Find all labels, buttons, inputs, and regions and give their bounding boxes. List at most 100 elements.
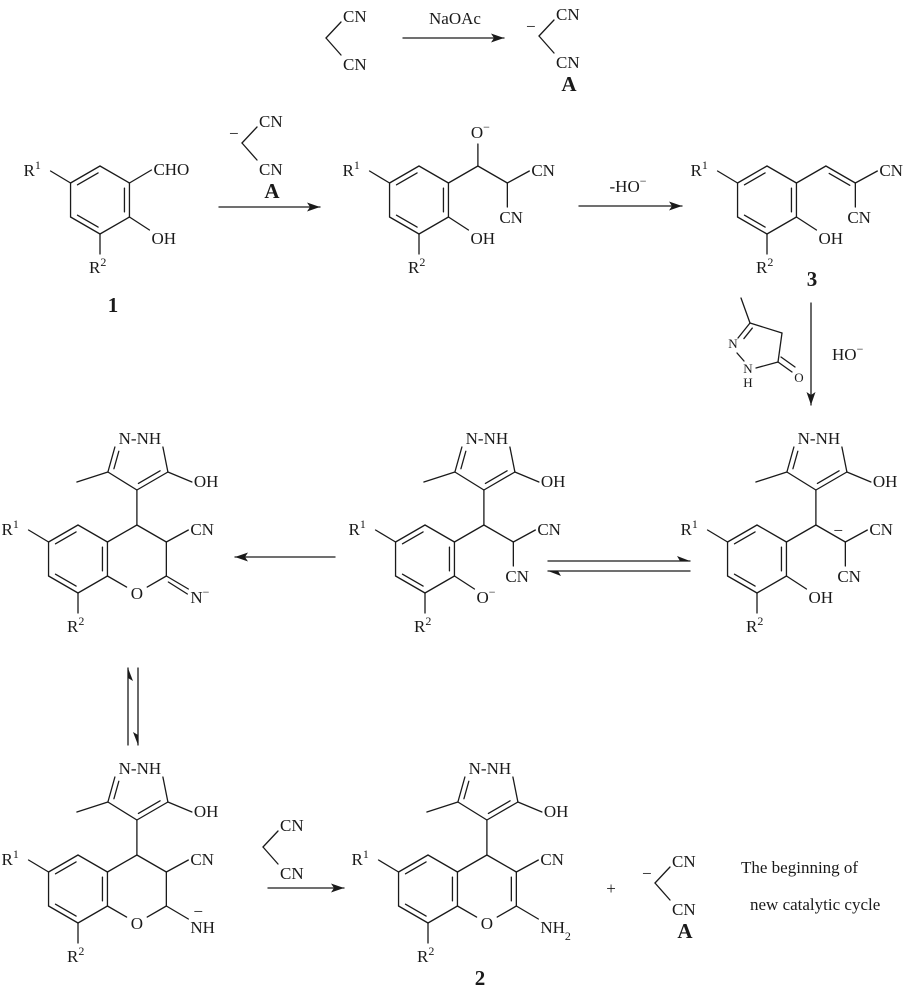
compound-label-A-part: A: [264, 179, 280, 203]
oh-bond: [795, 216, 818, 231]
r2-label-part: R: [746, 617, 758, 636]
r1-label: R1: [681, 517, 698, 539]
benzene-bond: [424, 524, 456, 543]
pyran-bond: [486, 854, 517, 873]
cn-bond: [165, 529, 189, 543]
pyrazole-bond: [512, 776, 519, 803]
pyrazole-bond: [815, 471, 848, 491]
base-label-part: HO: [832, 345, 857, 364]
chain-bond: [483, 524, 514, 543]
oh-bond: [514, 471, 540, 483]
hydroxyl-label: OH: [544, 802, 569, 821]
hydroxyl-label: OH: [873, 472, 898, 491]
reaction-arrow-michael-head: [806, 392, 816, 405]
hydroxyl-label-part: OH: [544, 802, 569, 821]
pyrazole-bond-inner: [816, 470, 840, 485]
equilibrium-down-head: [133, 732, 138, 745]
benzene-bond: [418, 165, 450, 184]
imine-bond-inner: [167, 581, 188, 595]
nitrile-label: CN: [837, 567, 861, 586]
r1-label-part: R: [24, 161, 36, 180]
benzene-bond-inner: [401, 573, 424, 587]
r2-label-part: R: [67, 947, 79, 966]
carbanion-charge: −: [642, 864, 652, 883]
nitrile-label-part: CN: [556, 5, 580, 24]
chain-bond: [815, 524, 846, 543]
pyrazole-bond: [509, 446, 516, 473]
amino-label: NH2: [540, 918, 571, 943]
r1-bond: [374, 529, 397, 543]
pyrazolone-nh-label: N: [743, 361, 753, 376]
base-label-part: −: [857, 342, 864, 356]
amide-anion-label: NH: [190, 918, 215, 937]
oh-bond: [167, 801, 193, 813]
pyrazole-bond: [841, 446, 848, 473]
nitrile-label-part: CN: [280, 816, 304, 835]
r2-label: R2: [756, 255, 773, 277]
compound-label-A-part: A: [561, 72, 577, 96]
ring-oxygen-label-part: O: [481, 914, 493, 933]
cn-bond: [654, 882, 671, 901]
c-n-double-bond: [737, 322, 751, 339]
compound-label-2-part: 2: [475, 966, 486, 990]
pyrazole-n-nh-label: N-NH: [119, 429, 162, 448]
benzene-bond-inner: [54, 861, 77, 875]
cn-bond: [325, 37, 342, 56]
pyrazole-n-nh-label-part: N-NH: [798, 429, 841, 448]
benzene-bond: [99, 216, 131, 235]
hydroxyl-label-part: OH: [194, 472, 219, 491]
imine-anion-label-part: N: [190, 588, 202, 607]
pyrazole-n-nh-label-part: N-NH: [466, 429, 509, 448]
benzene-bond-inner: [733, 531, 756, 545]
c-n-bond: [515, 905, 539, 920]
pyrazole-n-nh-label-part: N-NH: [119, 429, 162, 448]
nitrile-label: CN: [556, 5, 580, 24]
benzene-bond-inner: [743, 214, 766, 228]
benzene-bond: [394, 575, 426, 594]
r1-bond: [27, 859, 50, 873]
nitrile-label-part: CN: [343, 55, 367, 74]
pyrazole-bond-inner: [137, 800, 161, 815]
oh-bond: [785, 575, 808, 590]
pyrazole-bond: [107, 801, 138, 821]
cn-bond: [854, 170, 878, 184]
r1-label-part: 1: [363, 847, 369, 861]
equilibrium-up-head: [128, 668, 133, 681]
nitrile-label-part: CN: [537, 520, 561, 539]
hydroxyl-label: OH: [470, 229, 495, 248]
nitrile-label: CN: [280, 816, 304, 835]
benzene-bond-inner: [404, 903, 427, 917]
r2-label-part: R: [417, 947, 429, 966]
r2-label-part: 2: [100, 255, 106, 269]
carbanion-charge-part: −: [642, 864, 652, 883]
r2-label-part: 2: [419, 255, 425, 269]
equilibrium-reverse-head: [548, 571, 561, 576]
benzene-bond: [424, 575, 456, 594]
nitrile-label-part: CN: [540, 850, 564, 869]
r2-label-part: R: [67, 617, 79, 636]
oh-bond: [517, 801, 543, 813]
r1-bond: [368, 170, 391, 184]
r2-label: R2: [414, 614, 431, 636]
nitrile-label: CN: [343, 55, 367, 74]
elimination-label: -HO−: [610, 174, 647, 196]
benzene-bond-inner: [743, 172, 766, 186]
pyrazole-bond: [162, 776, 169, 803]
nitrile-label-part: CN: [259, 112, 283, 131]
r1-label: R1: [24, 158, 41, 180]
pyrazolone-bond: [749, 322, 783, 334]
benzene-bond: [427, 854, 459, 873]
r2-label-part: 2: [78, 614, 84, 628]
pyran-bond: [496, 905, 517, 918]
chain-bond: [477, 165, 508, 184]
compound-label-3-part: 3: [807, 267, 818, 291]
imine-anion-label-part: −: [203, 585, 210, 599]
pyrazole-bond: [454, 471, 485, 491]
compound-label-2: 2: [475, 966, 486, 990]
oh-bond: [128, 216, 151, 231]
benzene-bond-inner: [54, 573, 77, 587]
benzene-bond: [99, 165, 131, 184]
ring-oxygen-label-part: O: [131, 584, 143, 603]
cn-bond: [512, 529, 536, 543]
